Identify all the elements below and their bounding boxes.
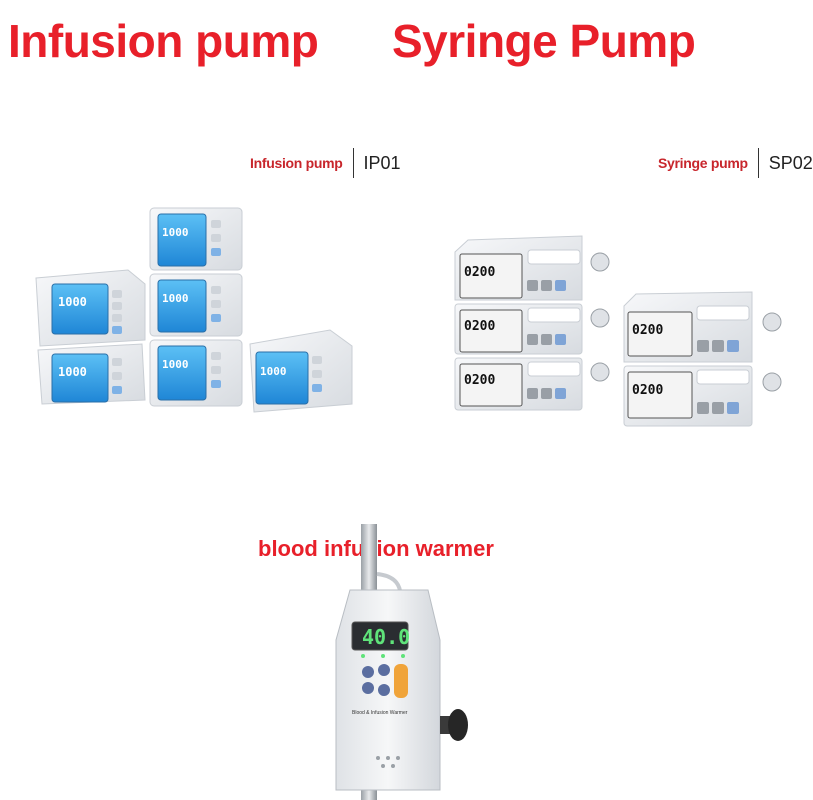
blood-warmer-device: 40.0 Blood & Infusion Warmer	[335, 524, 468, 800]
infusion-pump-group: 1000 1000 1000 1000	[35, 207, 353, 413]
syringe-pump-group: 0200 0200 0200	[454, 235, 782, 427]
power-button[interactable]	[394, 664, 408, 698]
infusion-model-name: Infusion pump	[250, 155, 343, 171]
warmer-caption: Blood & Infusion Warmer	[352, 710, 408, 716]
syringe-pump-headline: Syringe Pump	[392, 15, 696, 67]
syringe-model-name: Syringe pump	[658, 155, 748, 171]
infusion-pump-unit: 1000	[249, 329, 353, 413]
syringe-pump-unit: 0200	[623, 291, 782, 363]
infusion-pump-unit: 1000	[149, 339, 243, 407]
infusion-pump-unit: 1000	[149, 207, 243, 271]
infusion-lcd-reading: 1000	[58, 295, 87, 309]
speaker-grille-icon	[376, 756, 400, 768]
infusion-pump-unit: 1000	[149, 273, 243, 337]
infusion-lcd-reading: 1000	[162, 358, 189, 371]
model-divider	[352, 148, 354, 178]
model-divider	[757, 148, 759, 178]
warmer-temperature-reading: 40.0	[362, 625, 410, 649]
syringe-pump-unit: 0200	[454, 303, 610, 355]
infusion-lcd-reading: 1000	[162, 292, 189, 305]
syringe-model-code: SP02	[768, 152, 813, 173]
infusion-model-code: IP01	[363, 152, 401, 173]
syringe-lcd-reading: 0200	[632, 383, 663, 398]
syringe-model-label: Syringe pump SP02	[658, 148, 813, 178]
infusion-lcd-reading: 1000	[58, 365, 87, 379]
infusion-model-label: Infusion pump IP01	[250, 148, 401, 178]
plus-icon[interactable]	[378, 664, 390, 676]
syringe-lcd-reading: 0200	[632, 323, 663, 338]
infusion-pump-unit: 1000 1000	[35, 269, 146, 405]
syringe-lcd-reading: 0200	[464, 265, 495, 280]
warmer-button-icon[interactable]	[362, 682, 374, 694]
minus-icon[interactable]	[378, 684, 390, 696]
syringe-pump-unit: 0200	[454, 357, 610, 411]
infusion-lcd-reading: 1000	[260, 365, 287, 378]
warmer-button-icon[interactable]	[362, 666, 374, 678]
syringe-pump-unit: 0200	[454, 235, 610, 301]
syringe-pump-unit: 0200	[623, 365, 782, 427]
infusion-pump-headline: Infusion pump	[8, 15, 319, 67]
syringe-lcd-reading: 0200	[464, 373, 495, 388]
syringe-lcd-reading: 0200	[464, 319, 495, 334]
infusion-lcd-reading: 1000	[162, 226, 189, 239]
